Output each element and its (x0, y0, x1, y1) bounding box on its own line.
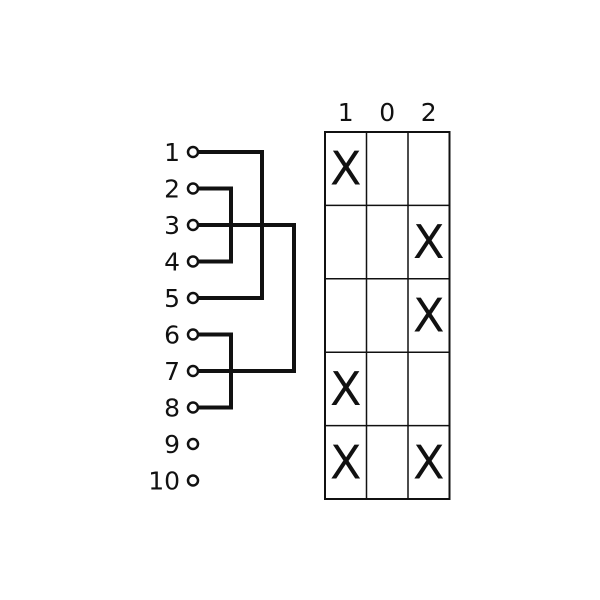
terminal-label-4: 4 (164, 248, 180, 277)
connection-6-8 (198, 332, 233, 410)
terminal-label-9: 9 (164, 430, 180, 459)
terminal-circle-6 (186, 328, 200, 341)
terminal-circle-5 (186, 291, 200, 305)
terminal-circle-8 (186, 401, 200, 414)
terminal-circle-4 (186, 255, 200, 268)
terminal-circle-9 (186, 437, 200, 451)
terminal-circle-3 (186, 218, 200, 232)
terminal-label-8: 8 (164, 394, 180, 423)
terminal-circle-2 (186, 182, 200, 195)
position-label-1: 0 (379, 98, 395, 127)
connection-3-7 (198, 223, 296, 373)
terminal-label-5: 5 (164, 284, 180, 313)
contact-mark: X (330, 142, 362, 196)
contact-mark: X (413, 215, 445, 269)
terminal-label-2: 2 (164, 175, 180, 204)
terminal-label-7: 7 (164, 357, 180, 386)
position-label-2: 2 (421, 98, 437, 127)
contact-mark: X (413, 435, 445, 489)
terminal-label-1: 1 (164, 138, 180, 167)
terminal-circle-1 (186, 145, 200, 159)
contact-mark: X (330, 435, 362, 489)
position-label-0: 1 (338, 98, 354, 127)
wiring-group (198, 150, 296, 410)
contact-mark: X (330, 362, 362, 416)
table-border (324, 131, 451, 500)
terminal-label-6: 6 (164, 321, 180, 350)
terminal-circle-10 (186, 474, 200, 487)
terminal-label-10: 10 (148, 467, 180, 496)
contact-mark: X (413, 289, 445, 343)
terminals-group: 1 2 3 4 5 6 7 8 9 10 (148, 138, 200, 496)
terminal-label-3: 3 (164, 211, 180, 240)
terminal-circle-7 (186, 364, 200, 378)
